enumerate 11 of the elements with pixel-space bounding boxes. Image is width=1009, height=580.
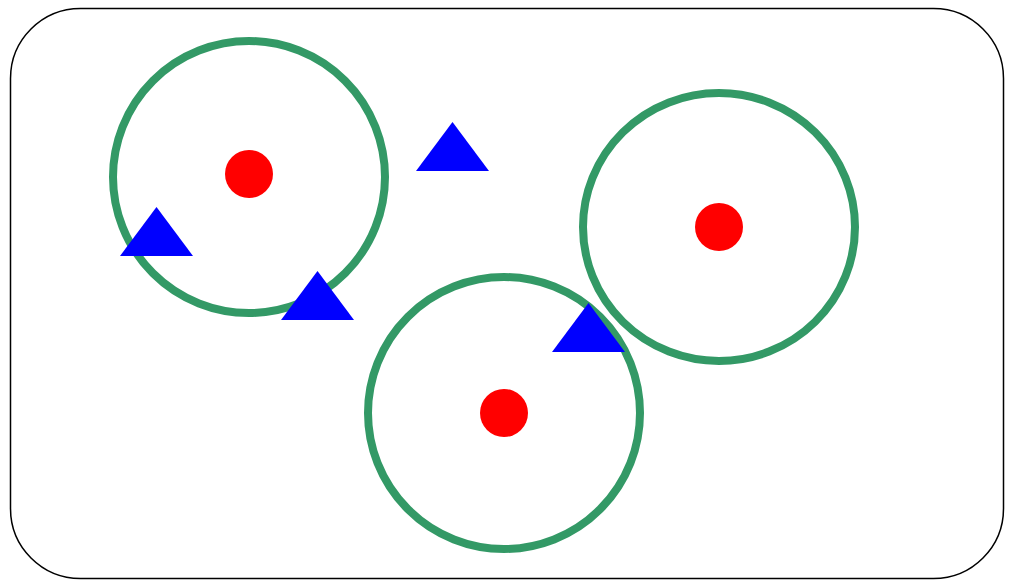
triangle-marker	[416, 122, 489, 171]
ring	[364, 273, 644, 553]
rounded-frame	[10, 8, 1004, 579]
triangle-marker	[120, 207, 193, 256]
ring	[109, 37, 389, 317]
dot	[695, 203, 743, 251]
dot	[480, 389, 528, 437]
dot	[225, 150, 273, 198]
triangle-marker	[281, 271, 354, 320]
triangle-marker	[552, 303, 625, 352]
ring	[579, 89, 859, 365]
